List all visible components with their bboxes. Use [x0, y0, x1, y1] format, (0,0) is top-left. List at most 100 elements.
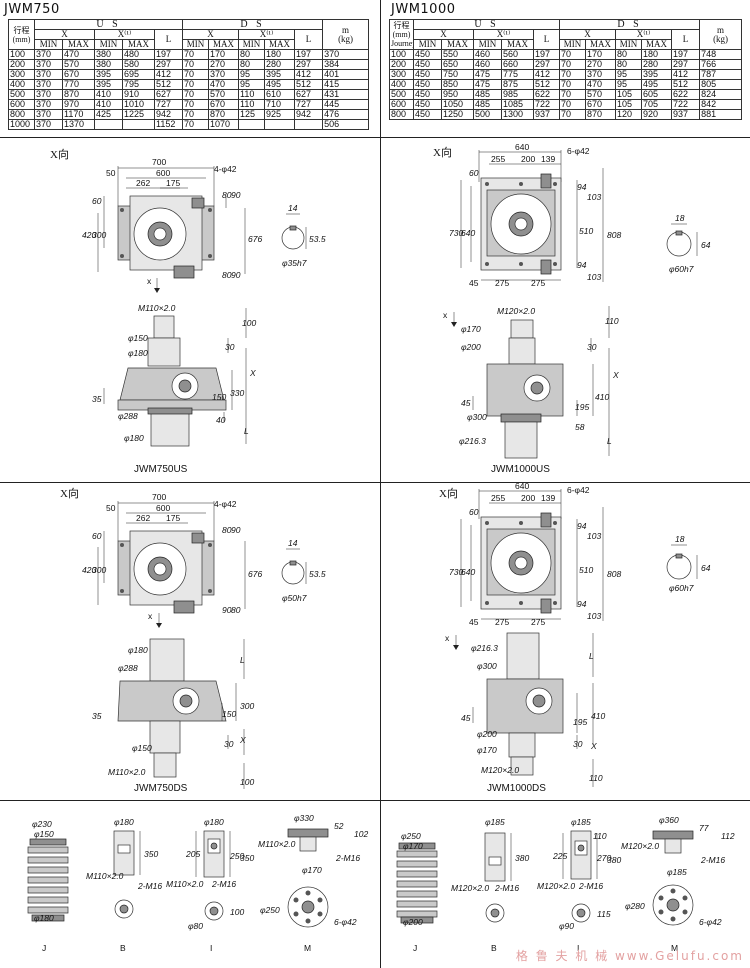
x-arrow-label: x — [443, 310, 448, 320]
table-cell: 410 — [94, 89, 123, 100]
j-dia-230: φ230 — [32, 819, 52, 829]
b-dia: φ180 — [114, 817, 134, 827]
table-cell: 660 — [501, 59, 534, 70]
i-115: 115 — [597, 909, 611, 919]
table-cell: 470 — [585, 79, 617, 90]
table-cell: 910 — [122, 89, 155, 100]
table-cell: 1050 — [441, 99, 474, 110]
dim-l: L — [589, 651, 594, 661]
table-cell — [94, 119, 123, 130]
m-holes: 2-M16 — [700, 855, 725, 865]
x-arrow-icon — [156, 613, 162, 628]
stroke-header: 行程(mm) — [8, 19, 35, 50]
table-cell: 727 — [294, 99, 324, 110]
dim-90-top: 90 — [231, 525, 241, 535]
j-dia-250: φ250 — [401, 831, 421, 841]
dim-80-top: 80 — [222, 190, 232, 200]
table-cell: 70 — [559, 99, 587, 110]
dim-lines — [97, 501, 246, 609]
dim-275-right: 275 — [531, 278, 545, 288]
table-cell: 370 — [34, 49, 63, 60]
m-77: 77 — [699, 823, 709, 833]
dim-94-bottom: 94 — [577, 260, 587, 270]
jwm1000-accessories: φ250 φ170 φ200 φ185 380 M120×2.0 2-M16 φ… — [396, 815, 735, 953]
table-cell: 70 — [559, 79, 587, 90]
thread-label: M110×2.0 — [138, 303, 176, 313]
table-cell: 727 — [153, 99, 184, 110]
table-cell: 412 — [532, 69, 561, 80]
table-cell: 297 — [671, 59, 701, 70]
b-thread: M120×2.0 — [451, 883, 489, 893]
b-height: 380 — [515, 853, 529, 863]
table-cell: 297 — [153, 59, 184, 70]
m-thread: M110×2.0 — [258, 839, 296, 849]
b-dia: φ185 — [485, 817, 505, 827]
table-cell: 470 — [62, 49, 95, 60]
dia-170: φ170 — [461, 324, 481, 334]
model-label: JWM1000US — [491, 464, 550, 475]
min-header: MIN — [413, 39, 442, 50]
table-cell: 95 — [615, 79, 643, 90]
table-cell: 384 — [322, 59, 370, 70]
dim-x: X — [239, 735, 246, 745]
table-cell: 937 — [671, 109, 701, 120]
watermark: 格 鲁 夫 机 械 www.Gelufu.com — [515, 949, 744, 963]
table-cell: 370 — [34, 79, 63, 90]
table-cell: 670 — [62, 69, 95, 80]
table-cell: 695 — [122, 69, 155, 80]
table-cell: 380 — [94, 49, 123, 60]
mass-header: m(kg) — [699, 19, 743, 50]
table-cell: 550 — [441, 49, 474, 60]
table-cell: 570 — [585, 89, 617, 100]
table-cell: 475 — [473, 69, 502, 80]
table-cell: 197 — [294, 49, 324, 60]
dim-35: 35 — [92, 394, 102, 404]
dia-170: φ170 — [477, 745, 497, 755]
view-label: X向 — [439, 486, 458, 500]
dim-808: 808 — [607, 230, 621, 240]
dim-30: 30 — [573, 739, 583, 749]
dim-676: 676 — [248, 569, 262, 579]
table-cell: 80 — [238, 49, 266, 60]
table-cell: 485 — [473, 99, 502, 110]
table-cell: 70 — [182, 69, 210, 80]
model-label: JWM750US — [134, 464, 188, 475]
dim-110: 110 — [589, 773, 603, 783]
i-thread: M120×2.0 — [537, 881, 575, 891]
dim-730: 730 — [449, 228, 463, 238]
dim-60: 60 — [469, 507, 479, 517]
shaft-diameter: φ60h7 — [669, 264, 694, 274]
table-cell: 297 — [294, 59, 324, 70]
table-cell: 70 — [559, 49, 587, 60]
b-holes: 2-M16 — [137, 881, 162, 891]
max-header: MAX — [585, 39, 617, 50]
dim-150: 150 — [222, 709, 236, 719]
max-header: MAX — [264, 39, 296, 50]
model-label: JWM1000DS — [487, 783, 546, 794]
dia-300: φ300 — [477, 661, 497, 671]
table-cell: 881 — [699, 109, 743, 120]
x-arrow-label: x — [445, 633, 450, 643]
table-cell: 824 — [699, 89, 743, 100]
table-cell: 400 — [8, 79, 35, 90]
bellows-cover — [396, 842, 438, 924]
dim-lines — [460, 150, 604, 282]
table-cell: 70 — [182, 119, 210, 130]
table-cell: 512 — [294, 79, 324, 90]
i-holes: 2-M16 — [211, 879, 236, 889]
table-cell: 875 — [501, 79, 534, 90]
x-arrow-label: x — [147, 276, 152, 286]
table-cell: 280 — [641, 59, 673, 70]
table-cell: 70 — [182, 49, 210, 60]
table-cell: 401 — [322, 69, 370, 80]
i-350: 350 — [240, 853, 254, 863]
table-cell: 110 — [238, 99, 266, 110]
table-cell: 197 — [532, 49, 561, 60]
dim-90-top: 90 — [231, 190, 241, 200]
dim-100: 100 — [242, 318, 256, 328]
table-cell: 370 — [34, 99, 63, 110]
table-cell: 580 — [122, 59, 155, 70]
